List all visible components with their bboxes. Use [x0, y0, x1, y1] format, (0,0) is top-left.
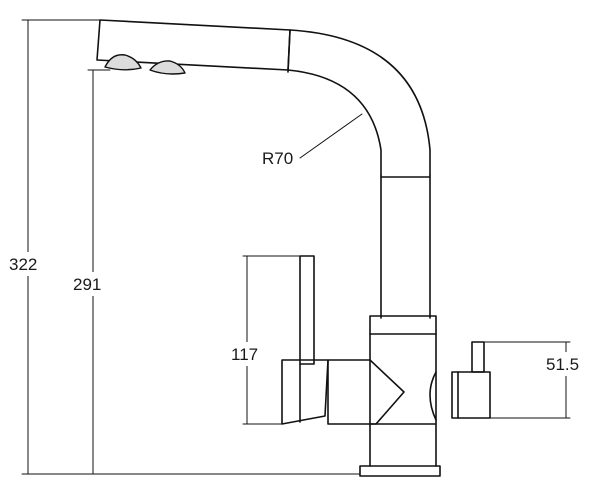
filter-valve	[451, 341, 491, 419]
nozzle-2	[149, 60, 186, 75]
spray-head-seam	[287, 29, 291, 73]
lever-hub	[327, 359, 405, 425]
spray-nozzles	[104, 54, 186, 75]
nozzle-1	[104, 54, 142, 71]
dimension-labels: 322 291 117 51.5 R70	[6, 149, 594, 376]
spout-arc-outer	[289, 29, 431, 176]
faucet-body	[327, 315, 441, 477]
filter-valve-body	[451, 371, 491, 419]
body-main	[369, 333, 437, 425]
label-51-5: 51.5	[546, 355, 579, 374]
label-291: 291	[73, 275, 101, 294]
filter-valve-knob	[471, 341, 485, 373]
label-r70: R70	[262, 149, 293, 168]
body-collar	[369, 315, 437, 335]
radius-leader	[299, 113, 363, 159]
base-plate	[359, 465, 441, 477]
right-valve-hub	[429, 371, 437, 421]
label-322: 322	[9, 255, 37, 274]
spout-arc-inner	[287, 69, 382, 176]
label-117: 117	[231, 345, 258, 364]
dimension-lines	[21, 19, 571, 475]
lever-rod	[299, 255, 315, 365]
spout	[96, 19, 431, 319]
mixer-lever	[281, 255, 329, 425]
lever-cap	[281, 359, 329, 425]
